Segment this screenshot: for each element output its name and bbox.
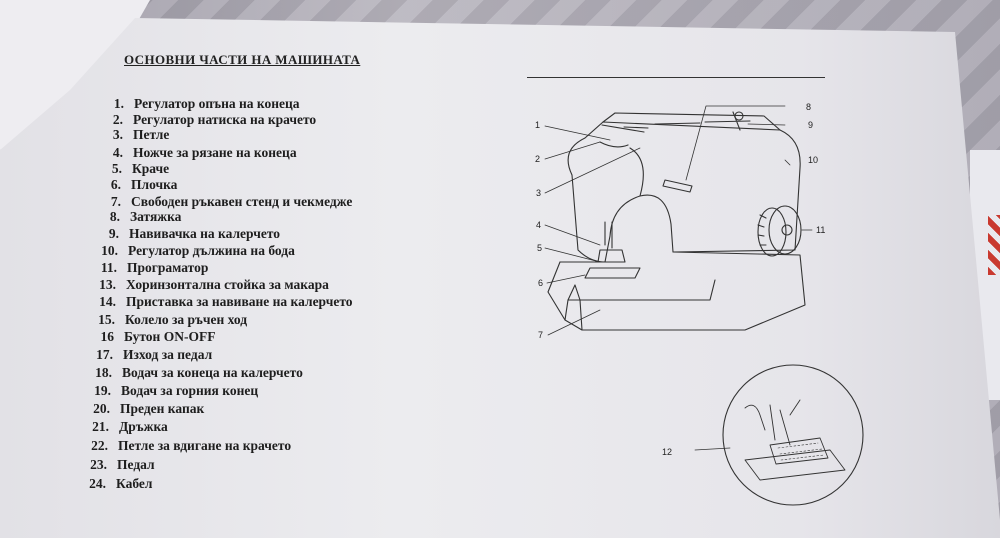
diagram-label-1: 1 bbox=[535, 120, 540, 130]
thread-tension-dial bbox=[601, 124, 649, 133]
list-item: 10.Регулатор дължина на бода bbox=[101, 243, 295, 258]
list-item: 24.Кабел bbox=[89, 476, 153, 491]
top-controls bbox=[654, 111, 751, 131]
list-item: 3.Петле bbox=[112, 127, 170, 142]
header-rule bbox=[527, 77, 825, 78]
diagram-label-6: 6 bbox=[538, 278, 543, 288]
list-item: 6.Плочка bbox=[110, 177, 178, 192]
diagram-label-7: 7 bbox=[538, 330, 543, 340]
detail-presser-foot bbox=[744, 399, 846, 481]
diagram-label-5: 5 bbox=[537, 243, 542, 253]
list-item: 15.Колело за ръчен ход bbox=[98, 312, 248, 327]
list-item: 20.Преден капак bbox=[93, 401, 205, 416]
handwheel-hub bbox=[781, 224, 793, 236]
list-item: 21.Дръжка bbox=[92, 419, 168, 434]
page-title: ОСНОВНИ ЧАСТИ НА МАШИНАТА bbox=[124, 52, 361, 67]
diagram-label-11: 11 bbox=[816, 225, 825, 235]
diagram-label-8: 8 bbox=[806, 102, 811, 112]
list-item: 7.Свободен ръкавен стенд и чекмедже bbox=[110, 194, 353, 209]
machine-top-panel bbox=[602, 112, 781, 131]
handwheel-grip bbox=[757, 214, 767, 246]
detail-magnifier bbox=[722, 364, 864, 506]
drawer bbox=[567, 284, 581, 301]
list-item: 11.Програматор bbox=[100, 260, 209, 275]
machine-head bbox=[599, 141, 644, 197]
handwheel-face bbox=[768, 205, 802, 255]
list-item: 1.Регулатор опъна на конеца bbox=[113, 96, 300, 111]
list-item: 22.Петле за вдигане на крачето bbox=[91, 438, 292, 453]
needle-bar bbox=[597, 221, 626, 263]
diagram-label-3: 3 bbox=[536, 188, 541, 198]
diagram-label-2: 2 bbox=[535, 154, 540, 164]
list-item: 19.Водач за горния конец bbox=[94, 383, 259, 398]
diagram-label-4: 4 bbox=[536, 220, 541, 230]
list-item: 13.Хоринзонтална стойка за макара bbox=[99, 277, 329, 292]
list-item: 4.Ножче за рязане на конеца bbox=[112, 145, 297, 160]
needle-plate bbox=[584, 267, 641, 279]
leader-lines bbox=[544, 105, 813, 451]
list-item: 17.Изход за педал bbox=[96, 347, 213, 362]
list-item: 5.Краче bbox=[111, 161, 170, 176]
list-item: 18.Водач за конеца на калерчето bbox=[95, 365, 303, 380]
list-item: 14.Приставка за навиване на калерчето bbox=[99, 294, 353, 309]
diagram-label-12: 12 bbox=[662, 447, 672, 457]
diagram-label-9: 9 bbox=[808, 120, 813, 130]
list-item: 9.Навивачка на калерчето bbox=[108, 226, 281, 241]
thread-guide bbox=[662, 179, 693, 193]
free-arm-bed bbox=[564, 279, 716, 331]
diagram-label-10: 10 bbox=[808, 155, 818, 165]
handwheel-rim bbox=[757, 207, 787, 257]
detail-feed-dogs bbox=[777, 442, 825, 461]
list-item: 23.Педал bbox=[90, 457, 155, 472]
red-print-mark bbox=[988, 215, 1000, 275]
machine-base bbox=[547, 251, 806, 331]
list-item: 8.Затяжка bbox=[109, 209, 182, 224]
machine-body-outline bbox=[567, 121, 801, 263]
list-item: 2.Регулатор натиска на крачето bbox=[112, 112, 317, 127]
bobbin-winder-icon bbox=[734, 111, 744, 121]
